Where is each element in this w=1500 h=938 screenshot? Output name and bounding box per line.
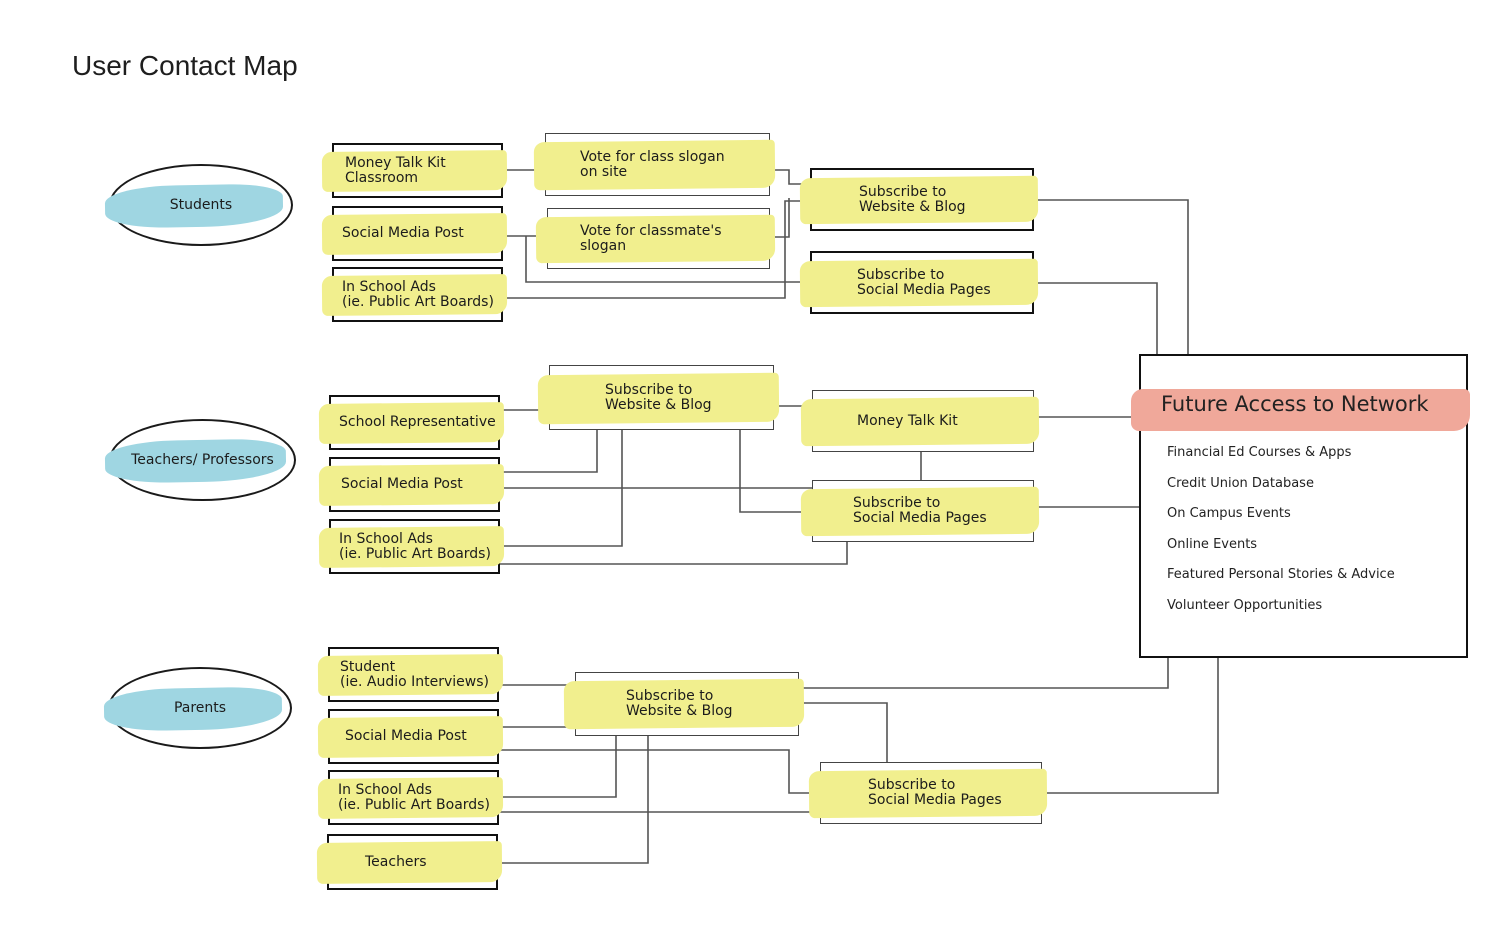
parents-teachers: Teachers [316,834,503,890]
teachers-money-talk-kit: Money Talk Kit [800,390,1040,452]
list-item: Online Events [1167,536,1258,552]
vote-classmate-slogan: Vote for classmate's slogan [535,208,776,269]
audience-teachers: Teachers/ Professors [104,419,296,501]
connector [497,735,617,798]
future-access-network-box: Future Access to Network Financial Ed Co… [1131,354,1470,658]
vote-class-slogan: Vote for class slogan on site [533,133,776,196]
connector [798,702,888,763]
parents-in-school-ads: In School Ads (ie. Public Art Boards) [317,770,504,825]
connector [1032,282,1158,355]
connector [739,429,812,513]
audience-parents: Parents [103,667,292,749]
list-item: Volunteer Opportunities [1167,597,1323,613]
connector [497,749,821,794]
list-item: On Campus Events [1167,506,1291,521]
parents-subscribe-website: Subscribe to Website & Blog [563,672,805,736]
connector [1032,199,1189,355]
students-in-school-ads: In School Ads (ie. Public Art Boards) [321,267,508,322]
list-item: Credit Union Database [1167,475,1314,491]
parents-subscribe-social: Subscribe to Social Media Pages [808,762,1048,824]
audience-label: Students [169,197,233,213]
page-title: User Contact Map [72,50,298,81]
connector [1041,657,1219,794]
connector [499,429,598,473]
teachers-subscribe-social: Subscribe to Social Media Pages [800,480,1040,542]
students-subscribe-website: Subscribe to Website & Blog [799,168,1039,231]
students-subscribe-social: Subscribe to Social Media Pages [799,251,1039,314]
teachers-social-media-post: Social Media Post [318,457,505,512]
audience-students: Students [104,164,293,246]
students-money-talk-kit: Money Talk Kit Classroom [321,143,508,198]
teachers-subscribe-website: Subscribe to Website & Blog [537,365,780,430]
connector [525,236,811,283]
connector [499,541,848,565]
connector [769,198,790,238]
connector [497,735,649,864]
audience-label: Teachers/ Professors [131,452,274,468]
connector [502,200,811,299]
network-list: Financial Ed Courses & Apps Credit Union… [1167,445,1395,628]
audience-label: Parents [173,700,227,716]
list-item: Featured Personal Stories & Advice [1167,567,1395,582]
network-title: Future Access to Network [1161,392,1429,416]
teachers-in-school-ads: In School Ads (ie. Public Art Boards) [318,519,505,574]
list-item: Financial Ed Courses & Apps [1167,445,1352,460]
connector [499,429,623,547]
parents-student-interviews: Student (ie. Audio Interviews) [317,647,504,702]
teachers-school-representative: School Representative [318,395,505,450]
parents-social-media-post: Social Media Post [317,709,504,764]
students-social-media-post: Social Media Post [321,206,508,261]
connector [798,657,1169,689]
